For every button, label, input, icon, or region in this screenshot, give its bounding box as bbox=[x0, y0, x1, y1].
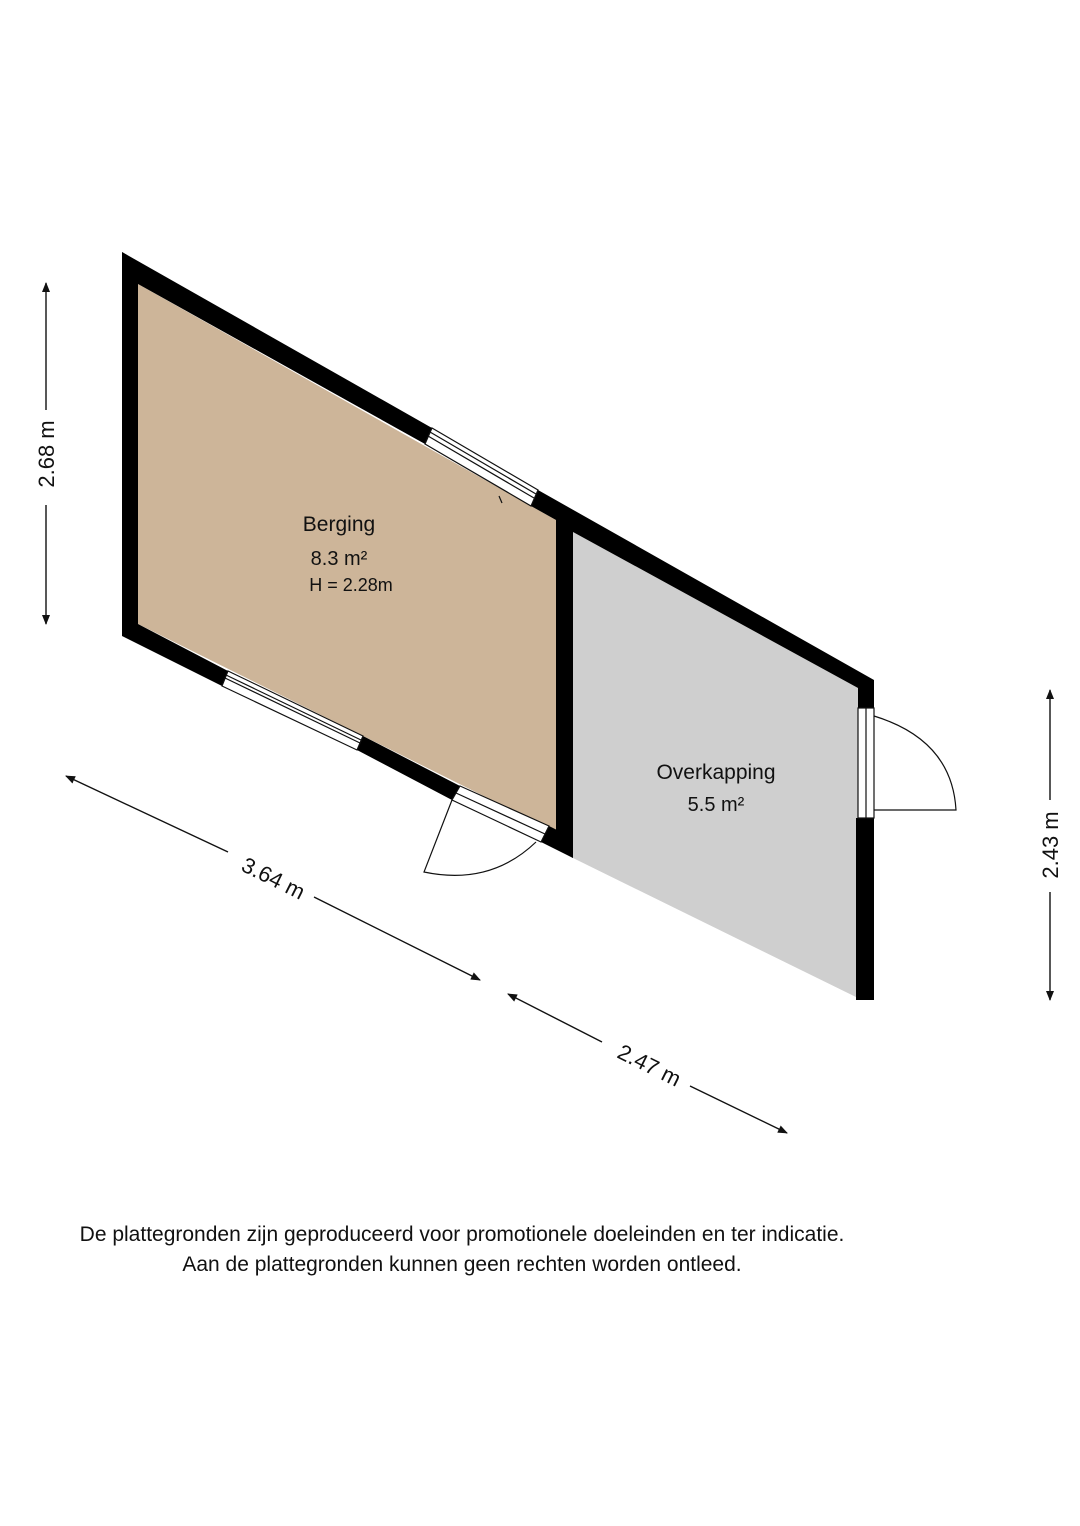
overkapping-name: Overkapping bbox=[656, 761, 775, 784]
bottom-door-swing bbox=[423, 799, 537, 876]
berging-bottom-wall-3 bbox=[541, 826, 573, 858]
overkapping-floor bbox=[573, 532, 858, 998]
partition-wall bbox=[556, 520, 573, 858]
berging-bottom-wall-1 bbox=[122, 624, 228, 686]
window-marker bbox=[498, 495, 503, 504]
walls bbox=[122, 252, 874, 1000]
top-wall-2 bbox=[531, 490, 874, 708]
disclaimer-line-1: De plattegronden zijn geproduceerd voor … bbox=[79, 1223, 845, 1246]
dim-overkapping-upper bbox=[507, 993, 603, 1043]
openings bbox=[221, 427, 875, 843]
overkapping-right-wall bbox=[856, 818, 874, 1000]
dim-overkapping-label: 2.47 m bbox=[614, 1039, 685, 1091]
berging-floor bbox=[138, 284, 556, 832]
berging-bottom-wall-2 bbox=[357, 736, 460, 800]
berging-height: H = 2.28m bbox=[309, 575, 393, 595]
dim-berging-upper bbox=[65, 775, 229, 853]
disclaimer-line-2: Aan de plattegronden kunnen geen rechten… bbox=[182, 1253, 742, 1276]
berging-left-wall bbox=[122, 252, 138, 636]
dim-berging-lower bbox=[313, 896, 481, 981]
dim-berging-label: 3.64 m bbox=[238, 852, 309, 904]
overkapping-area: 5.5 m² bbox=[688, 794, 745, 816]
dim-right-label: 2.43 m bbox=[1038, 811, 1063, 878]
berging-area: 8.3 m² bbox=[311, 548, 368, 570]
dimension-lines bbox=[42, 282, 1054, 1134]
disclaimer: De plattegronden zijn geproduceerd voor … bbox=[0, 1220, 924, 1280]
berging-name: Berging bbox=[303, 513, 375, 536]
right-door-swing bbox=[873, 715, 957, 811]
berging-top-wall-1 bbox=[122, 252, 432, 444]
door-swings bbox=[423, 715, 957, 876]
dim-left-label: 2.68 m bbox=[34, 420, 59, 487]
dim-overkapping-lower bbox=[689, 1085, 788, 1134]
